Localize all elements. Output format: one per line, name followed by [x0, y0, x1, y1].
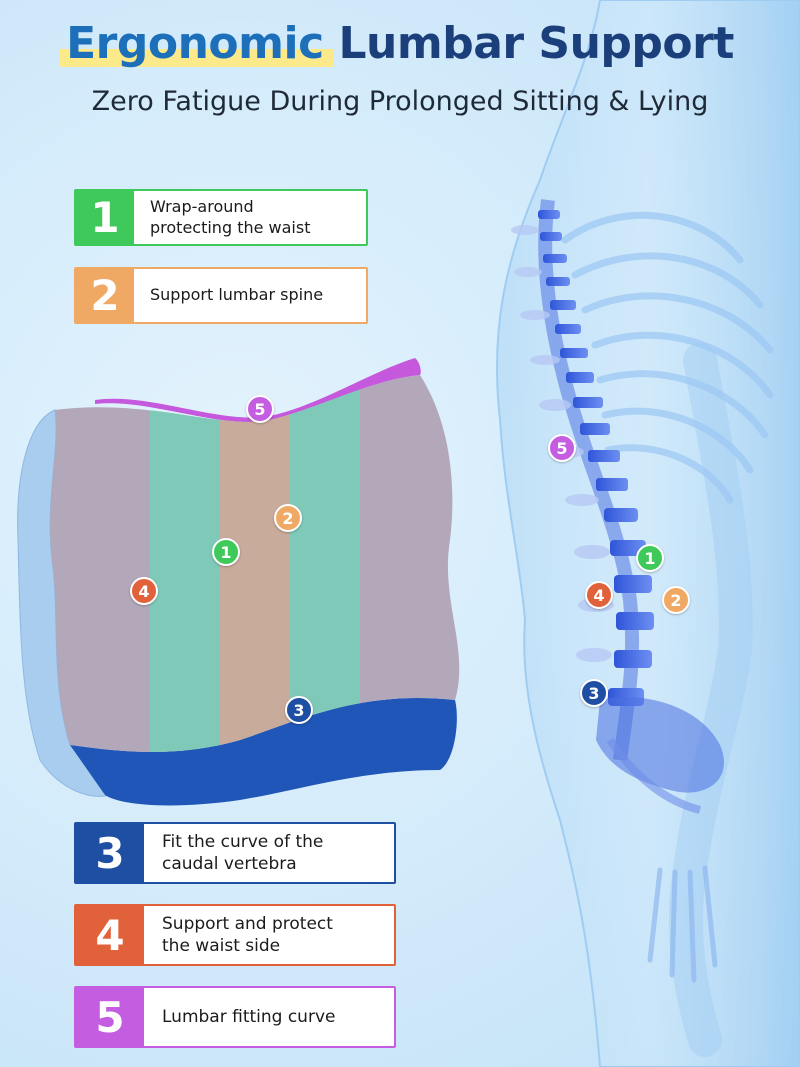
feature-number-5: 5: [76, 988, 144, 1046]
feature-card-4: 4 Support and protect the waist side: [74, 904, 396, 966]
spine-marker-5: 5: [548, 434, 576, 462]
page-subtitle: Zero Fatigue During Prolonged Sitting & …: [91, 86, 709, 117]
feature-card-2: 2 Support lumbar spine: [74, 267, 368, 324]
spine-marker-2: 2: [662, 586, 690, 614]
pillow-marker-3: 3: [285, 696, 313, 724]
pillow-marker-2: 2: [274, 504, 302, 532]
feature-text-2: Support lumbar spine: [150, 285, 324, 305]
pillow-marker-1: 1: [212, 538, 240, 566]
feature-card-3: 3 Fit the curve of the caudal vertebra: [74, 822, 396, 884]
feature-card-1: 1 Wrap-around protecting the waist: [74, 189, 368, 246]
feature-text-1: Wrap-around protecting the waist: [150, 196, 311, 237]
pillow-marker-4: 4: [130, 577, 158, 605]
feature-text-3: Fit the curve of the caudal vertebra: [162, 831, 324, 874]
spine-marker-1: 1: [636, 544, 664, 572]
feature-number-4: 4: [76, 906, 144, 964]
pillow-marker-5: 5: [246, 395, 274, 423]
spine-marker-4: 4: [585, 581, 613, 609]
spine-marker-3: 3: [580, 679, 608, 707]
feature-text-5: Lumbar fitting curve: [162, 1006, 336, 1027]
page-title: Ergonomic Lumbar Support: [0, 18, 800, 69]
feature-text-4: Support and protect the waist side: [162, 913, 333, 956]
feature-number-1: 1: [76, 191, 134, 244]
feature-number-2: 2: [76, 269, 134, 322]
title-highlight: Ergonomic: [66, 18, 324, 69]
feature-number-3: 3: [76, 824, 144, 882]
title-rest: Lumbar Support: [338, 18, 734, 69]
feature-card-5: 5 Lumbar fitting curve: [74, 986, 396, 1048]
